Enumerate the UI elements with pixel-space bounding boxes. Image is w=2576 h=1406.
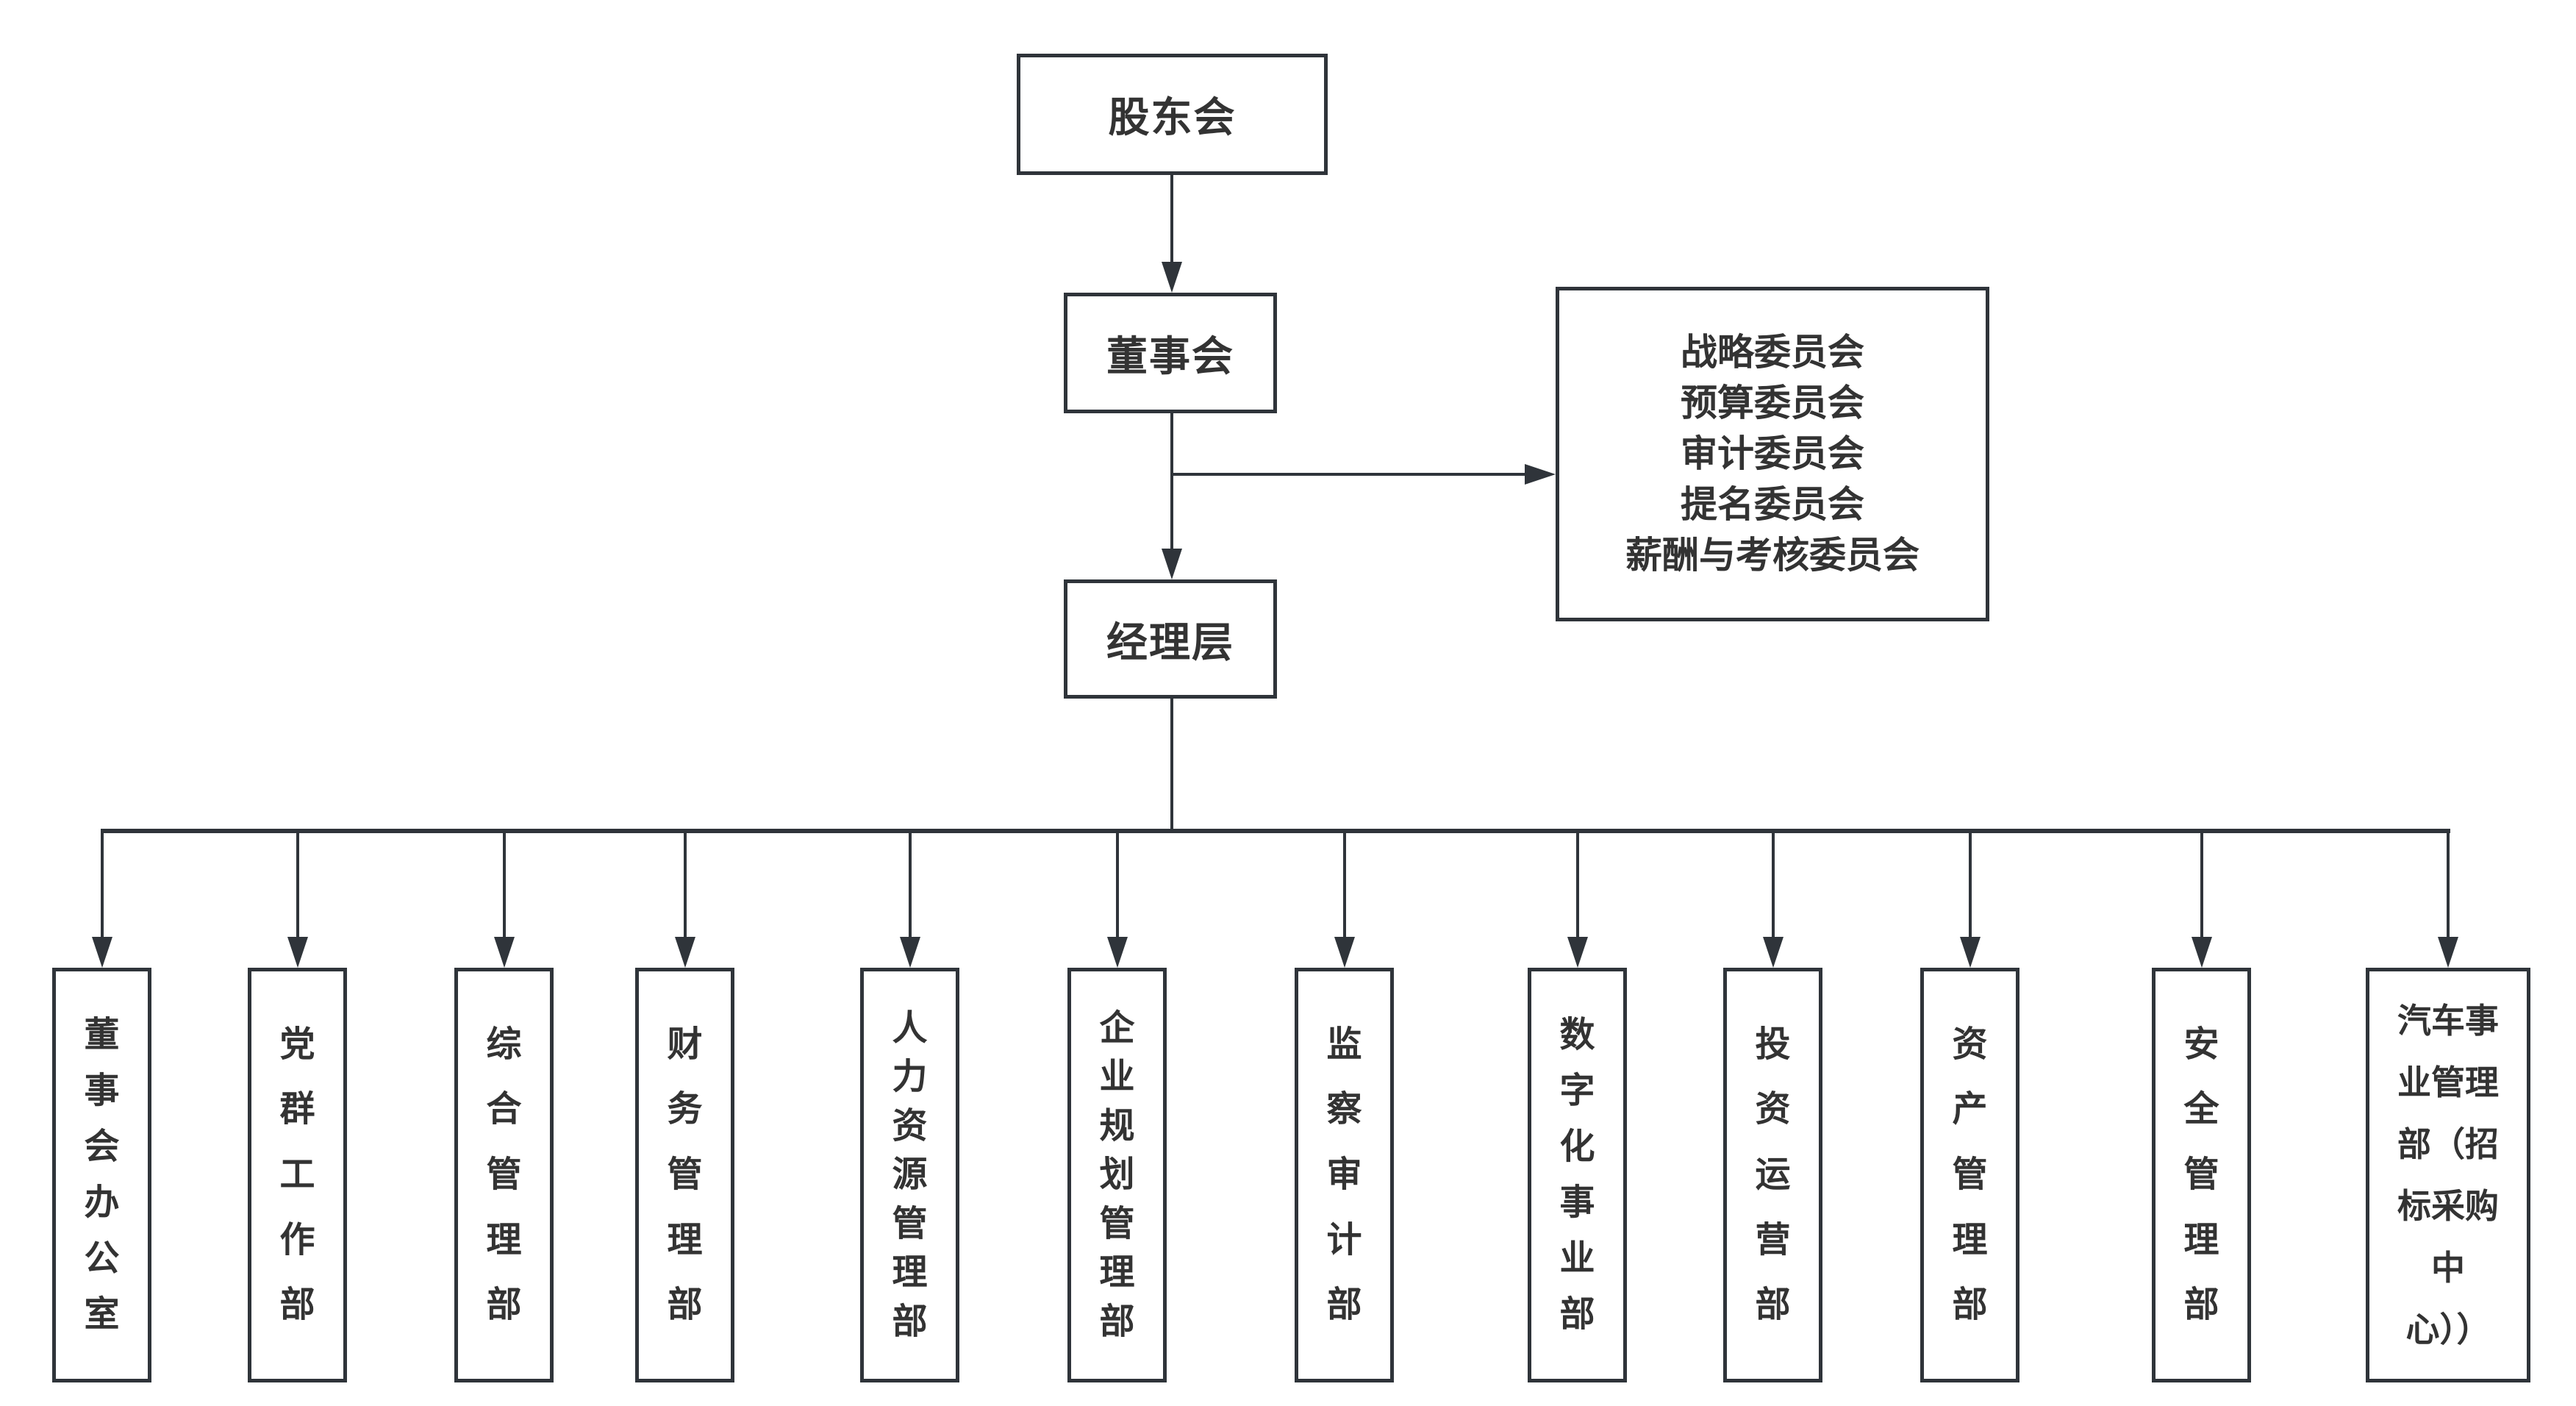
arrow-right-icon (1525, 464, 1556, 485)
arrow-down-icon (287, 937, 308, 968)
department-label: 人力资源管理部 (892, 1008, 928, 1341)
department-box-hr: 人力资源管理部 (860, 968, 959, 1382)
department-label: 监察审计部 (1326, 1024, 1362, 1325)
arrow-down-icon (494, 937, 515, 968)
department-label-line: 部（招 (2397, 1125, 2499, 1163)
department-label-line: 汽车事 (2397, 1002, 2499, 1040)
node-shareholders-label: 股东会 (1108, 94, 1237, 140)
department-box-safety: 安全管理部 (2152, 968, 2251, 1382)
connector-management-rail (1170, 699, 1173, 832)
committee-item: 提名委员会 (1681, 484, 1864, 525)
arrow-down-icon (1960, 937, 1981, 968)
connector-board-committees (1172, 473, 1525, 476)
node-shareholders: 股东会 (1017, 54, 1328, 175)
node-management: 经理层 (1064, 579, 1277, 699)
distribution-rail (101, 829, 2450, 833)
arrow-down-icon (92, 937, 112, 968)
arrow-down-icon (1567, 937, 1588, 968)
connector-drop-4 (684, 833, 687, 938)
committee-item: 预算委员会 (1681, 382, 1864, 424)
department-box-finance: 财务管理部 (635, 968, 734, 1382)
connector-drop-7 (1343, 833, 1346, 938)
department-box-party-work: 党群工作部 (248, 968, 347, 1382)
department-label: 投资运营部 (1755, 1024, 1791, 1325)
committee-item: 薪酬与考核委员会 (1625, 535, 1920, 576)
department-label: 企业规划管理部 (1099, 1008, 1135, 1341)
department-box-assets: 资产管理部 (1920, 968, 2019, 1382)
connector-drop-1 (101, 833, 104, 938)
connector-drop-2 (296, 833, 299, 938)
department-box-supervision-audit: 监察审计部 (1295, 968, 1394, 1382)
department-label-line: 标采购 (2397, 1187, 2499, 1225)
department-label: 党群工作部 (279, 1024, 315, 1325)
connector-shareholders-board (1170, 175, 1173, 263)
department-label: 安全管理部 (2183, 1024, 2219, 1325)
department-label: 财务管理部 (667, 1024, 703, 1325)
connector-drop-12 (2447, 833, 2450, 938)
arrow-down-icon (1763, 937, 1783, 968)
arrow-down-icon (2192, 937, 2212, 968)
department-box-general-admin: 综合管理部 (454, 968, 554, 1382)
node-board-label: 董事会 (1106, 332, 1234, 379)
connector-board-management (1170, 413, 1173, 550)
department-box-board-office: 董事会办公室 (52, 968, 151, 1382)
arrow-down-icon (1162, 549, 1182, 579)
department-box-digital: 数字化事业部 (1528, 968, 1627, 1382)
connector-drop-11 (2200, 833, 2203, 938)
node-management-label: 经理层 (1106, 618, 1234, 665)
committee-item: 审计委员会 (1681, 433, 1864, 474)
arrow-down-icon (900, 937, 920, 968)
department-label-line: 业管理 (2397, 1063, 2499, 1102)
department-box-planning: 企业规划管理部 (1067, 968, 1167, 1382)
arrow-down-icon (1334, 937, 1355, 968)
committee-item: 战略委员会 (1681, 332, 1864, 373)
department-label: 综合管理部 (486, 1024, 522, 1325)
arrow-down-icon (2438, 937, 2458, 968)
arrow-down-icon (1107, 937, 1128, 968)
arrow-down-icon (675, 937, 695, 968)
department-label: 董事会办公室 (84, 1016, 120, 1334)
department-box-investment-ops: 投资运营部 (1723, 968, 1822, 1382)
arrow-down-icon (1162, 262, 1182, 293)
department-box-auto-business: 汽车事 业管理 部（招 标采购 中 心）） (2366, 968, 2530, 1382)
department-label: 资产管理部 (1952, 1024, 1988, 1325)
department-label-line: 中 (2431, 1249, 2465, 1287)
connector-drop-6 (1116, 833, 1119, 938)
connector-drop-10 (1969, 833, 1972, 938)
department-label-line: 心）） (2405, 1310, 2491, 1349)
committee-box: 战略委员会 预算委员会 审计委员会 提名委员会 薪酬与考核委员会 (1556, 287, 1989, 621)
connector-drop-9 (1772, 833, 1775, 938)
connector-drop-8 (1576, 833, 1579, 938)
connector-drop-5 (909, 833, 912, 938)
node-board: 董事会 (1064, 293, 1277, 413)
connector-drop-3 (503, 833, 506, 938)
department-label: 数字化事业部 (1559, 1016, 1595, 1334)
